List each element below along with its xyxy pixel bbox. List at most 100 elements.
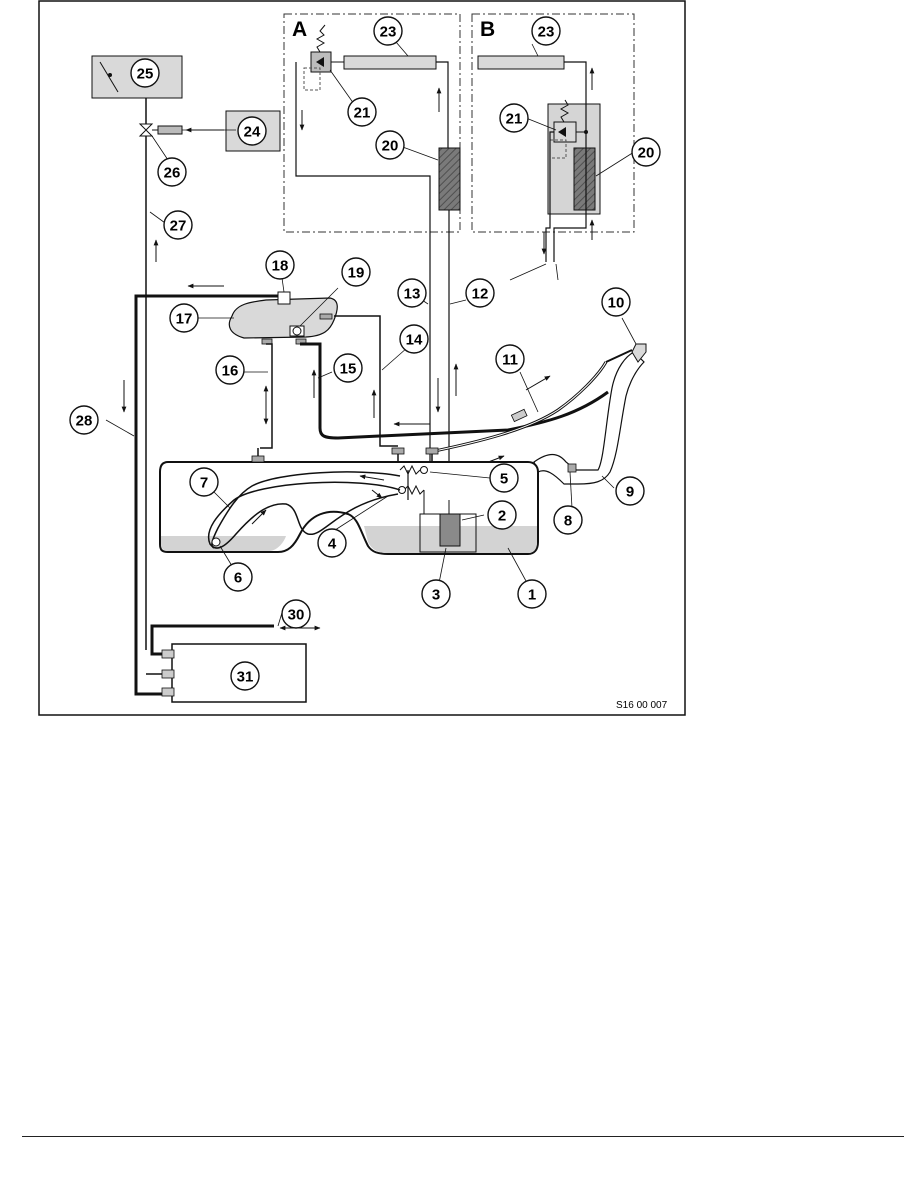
callout-label: 23 <box>380 24 397 41</box>
variant-a-label: A <box>292 18 307 41</box>
callout-label: 15 <box>340 361 357 378</box>
callout-2: 2 <box>487 500 517 530</box>
callout-30: 30 <box>281 599 311 629</box>
figure-code: S16 00 007 <box>616 700 668 711</box>
vent-line-28 <box>134 294 282 696</box>
variant-b-label: B <box>480 18 495 41</box>
callout-18: 18 <box>265 250 295 280</box>
callout-13: 13 <box>397 278 427 308</box>
check-valve-a <box>316 57 324 67</box>
callout-9: 9 <box>615 476 645 506</box>
callout-label: 7 <box>200 475 208 492</box>
callout-label: 3 <box>432 587 440 604</box>
throttle-plate <box>99 61 119 93</box>
valve-actuator-26 <box>157 125 183 135</box>
tank-17-port <box>319 313 333 320</box>
valve-5 <box>420 466 428 474</box>
filler-neck-clip-8 <box>567 463 577 473</box>
vent-line-11-inner <box>429 361 607 453</box>
callout-label: 11 <box>502 352 518 369</box>
variant-a-box <box>283 13 461 233</box>
tank-port-11 <box>425 447 439 455</box>
callout-label: 19 <box>348 265 365 282</box>
rollover-valve-18 <box>277 291 291 305</box>
purge-valve-26 <box>138 123 154 137</box>
callout-label: 1 <box>528 587 536 604</box>
callout-label: 23 <box>538 24 555 41</box>
supply-line-12-b <box>553 61 587 262</box>
callout-label: 30 <box>288 607 305 624</box>
callout-26: 26 <box>157 157 187 187</box>
regulator-outline-a <box>303 67 321 91</box>
callout-6: 6 <box>223 562 253 592</box>
callout-label: 6 <box>234 570 242 587</box>
callout-1: 1 <box>517 579 547 609</box>
fuel-filter-a <box>438 147 461 211</box>
variant-b-box <box>471 13 635 233</box>
callout-5: 5 <box>489 463 519 493</box>
pickup-6 <box>211 537 221 547</box>
callout-8: 8 <box>553 505 583 535</box>
arrow-11-a <box>525 375 551 391</box>
vent-line-16 <box>260 343 273 449</box>
suction-hose-7 <box>207 481 401 549</box>
callout-label: 25 <box>137 66 154 83</box>
diagram-border <box>38 0 686 716</box>
callout-label: 24 <box>244 124 261 141</box>
regulator-spring-b <box>559 99 570 123</box>
callout-27: 27 <box>163 210 193 240</box>
callout-label: 31 <box>237 669 254 686</box>
callout-label: 21 <box>354 105 371 122</box>
callout-17: 17 <box>169 303 199 333</box>
vent-line-11-extension <box>605 349 633 363</box>
callout-label: 16 <box>222 363 239 380</box>
footer-rule <box>22 1136 904 1137</box>
callout-label: 28 <box>76 413 93 430</box>
supply-line-12-a <box>436 61 449 148</box>
arrow-7-a <box>359 474 385 481</box>
canister-port-mid <box>161 669 175 679</box>
callout-14: 14 <box>399 324 429 354</box>
vent-line-14 <box>334 315 398 447</box>
callout-label: 10 <box>608 295 625 312</box>
fuel-level-left <box>161 536 286 551</box>
callout-label: 21 <box>506 111 523 128</box>
callout-4: 4 <box>317 528 347 558</box>
callout-21-b: 21 <box>499 103 529 133</box>
callout-16: 16 <box>215 355 245 385</box>
arrow-7-b <box>251 509 267 525</box>
connector-11 <box>510 408 528 423</box>
fuel-rail-a <box>343 55 437 70</box>
callout-28: 28 <box>69 405 99 435</box>
callout-label: 26 <box>164 165 181 182</box>
callout-20-b: 20 <box>631 137 661 167</box>
throttle-pivot <box>108 73 112 77</box>
callout-31: 31 <box>230 661 260 691</box>
fuel-rail-b <box>477 55 565 70</box>
callout-label: 18 <box>272 258 289 275</box>
check-valve-b <box>558 127 566 137</box>
callout-11: 11 <box>495 344 525 374</box>
fuel-pump-2 <box>439 513 461 547</box>
regulator-spring-a <box>315 24 326 53</box>
regulator-outline-b <box>549 139 567 159</box>
regulator-b-lines <box>545 131 554 262</box>
valve-5-spring <box>399 464 421 476</box>
leader-lines <box>105 41 637 627</box>
callout-25: 25 <box>130 58 160 88</box>
callout-label: 14 <box>406 332 423 349</box>
canister-port-bottom <box>161 687 175 697</box>
valve-19-ball <box>292 326 302 336</box>
callout-24: 24 <box>237 116 267 146</box>
callout-20: 20 <box>375 130 405 160</box>
junction-dot <box>584 130 588 134</box>
callout-15: 15 <box>333 353 363 383</box>
callout-label: 2 <box>498 508 506 525</box>
vent-line-15 <box>300 342 609 440</box>
fuel-system-diagram: A B <box>38 0 686 716</box>
callout-23-b: 23 <box>531 16 561 46</box>
callout-label: 20 <box>638 145 655 162</box>
callout-label: 8 <box>564 513 572 530</box>
filler-cap-10 <box>631 343 647 363</box>
